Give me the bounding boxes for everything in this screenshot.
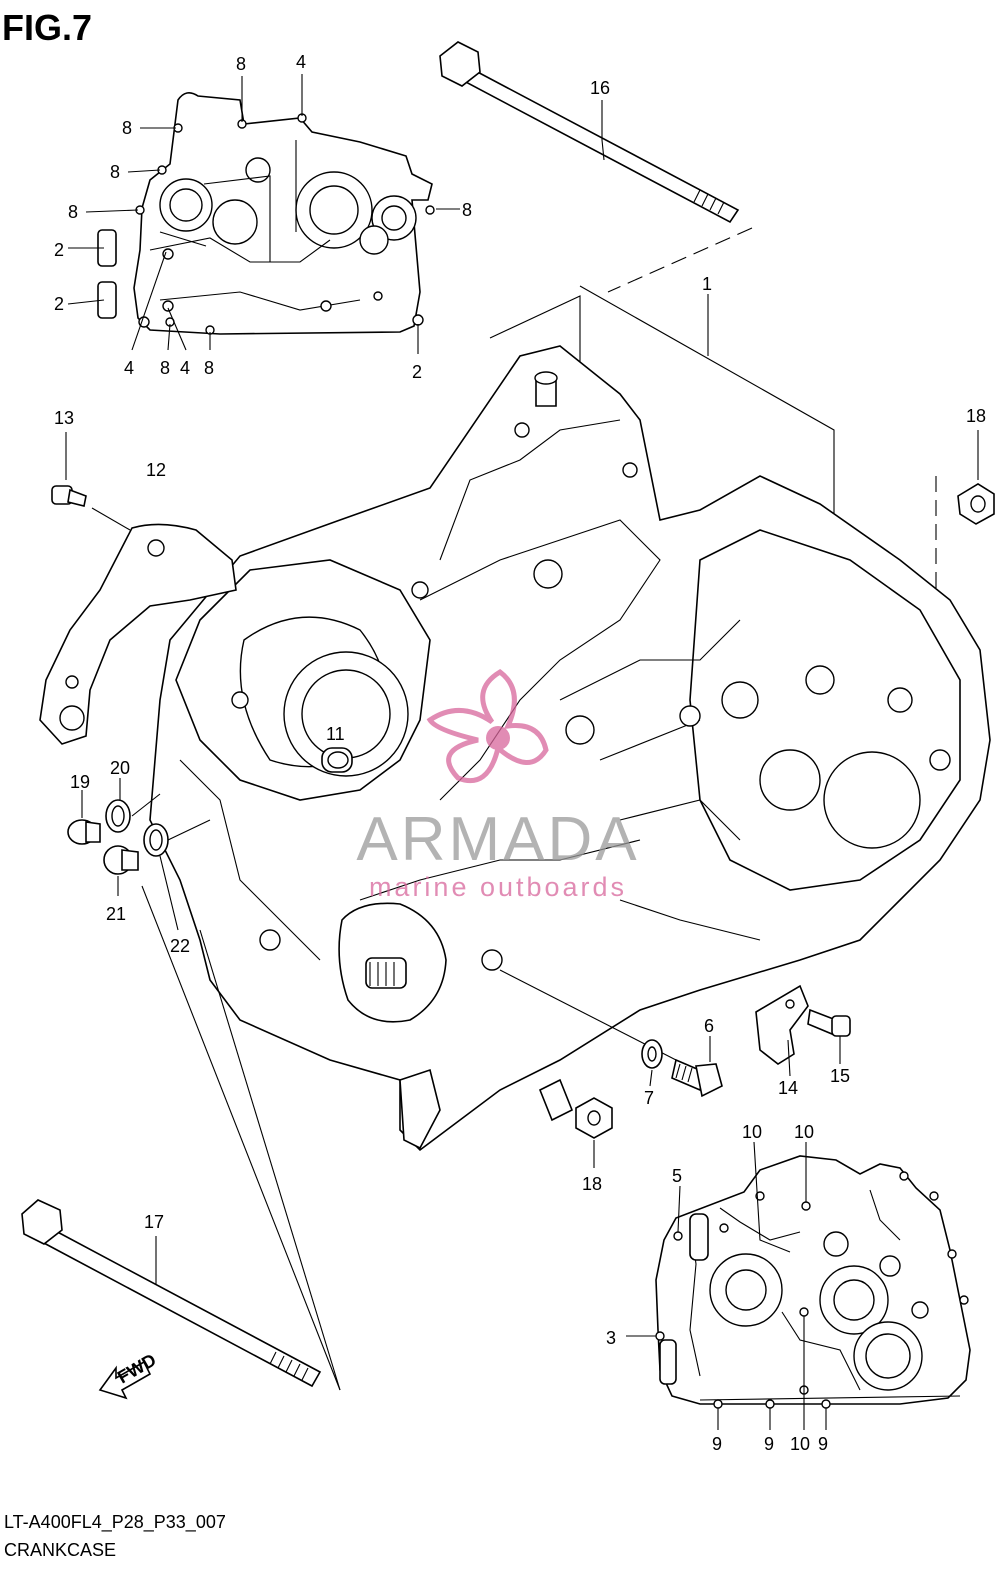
callout-18: 18 — [966, 406, 986, 426]
callout-7: 7 — [644, 1088, 654, 1108]
callout-16: 16 — [590, 78, 610, 98]
callout-9: 9 — [764, 1434, 774, 1454]
nut-18-top — [957, 430, 995, 525]
callout-labels: 8 4 8 8 8 8 2 2 4 8 4 8 2 16 1 13 12 18 … — [54, 52, 986, 1454]
nut-18-bottom — [575, 1097, 613, 1168]
callout-1: 1 — [702, 274, 712, 294]
callout-10: 10 — [790, 1434, 810, 1454]
figure-title: FIG.7 — [2, 7, 92, 48]
callout-8: 8 — [236, 54, 246, 74]
callout-8: 8 — [462, 200, 472, 220]
callout-18: 18 — [582, 1174, 602, 1194]
callout-3: 3 — [606, 1328, 616, 1348]
through-bolt-16 — [439, 41, 740, 224]
callout-10: 10 — [742, 1122, 762, 1142]
figure-code: LT-A400FL4_P28_P33_007 — [4, 1512, 226, 1533]
callout-11: 11 — [326, 724, 345, 744]
callout-20: 20 — [110, 758, 130, 778]
crankcase-half-top-view — [97, 92, 435, 335]
bolt-15 — [807, 1008, 851, 1064]
callout-22: 22 — [170, 936, 190, 956]
bracket-14 — [755, 984, 809, 1077]
callout-8: 8 — [204, 358, 214, 378]
crankcase-assembly — [149, 345, 991, 1152]
callout-19: 19 — [70, 772, 90, 792]
top-view-leaders — [67, 74, 460, 354]
callout-4: 4 — [180, 358, 190, 378]
watermark-tagline: marine outboards — [369, 872, 627, 902]
washer-20 — [105, 778, 161, 833]
through-bolt-17 — [21, 885, 341, 1391]
callout-2: 2 — [412, 362, 422, 382]
callout-17: 17 — [144, 1212, 164, 1232]
watermark-brand: ARMADA — [356, 805, 639, 874]
callout-12: 12 — [146, 460, 166, 480]
gasket-12 — [39, 507, 237, 745]
callout-13: 13 — [54, 408, 74, 428]
watermark: ARMADA marine outboards — [356, 668, 639, 902]
callout-10: 10 — [794, 1122, 814, 1142]
callout-15: 15 — [830, 1066, 850, 1086]
callout-8: 8 — [68, 202, 78, 222]
bolt-13 — [51, 432, 87, 507]
callout-2: 2 — [54, 294, 64, 314]
washer-7 — [641, 1039, 663, 1087]
callout-6: 6 — [704, 1016, 714, 1036]
washer-22 — [143, 819, 211, 931]
callout-14: 14 — [778, 1078, 798, 1098]
plug-21 — [103, 845, 139, 896]
callout-5: 5 — [672, 1166, 682, 1186]
callout-8: 8 — [160, 358, 170, 378]
callout-4: 4 — [296, 52, 306, 72]
callout-9: 9 — [818, 1434, 828, 1454]
crankcase-half-bottom-view — [655, 1155, 971, 1409]
callout-8: 8 — [110, 162, 120, 182]
callout-2: 2 — [54, 240, 64, 260]
callout-8: 8 — [122, 118, 132, 138]
callout-9: 9 — [712, 1434, 722, 1454]
plug-19 — [67, 790, 101, 845]
callout-4: 4 — [124, 358, 134, 378]
figure-caption: CRANKCASE — [4, 1540, 116, 1560]
assembly-leaders — [489, 227, 937, 596]
bottom-view-leaders — [626, 1141, 827, 1430]
callout-21: 21 — [106, 904, 126, 924]
fwd-arrow-icon: FWD — [98, 1350, 159, 1400]
